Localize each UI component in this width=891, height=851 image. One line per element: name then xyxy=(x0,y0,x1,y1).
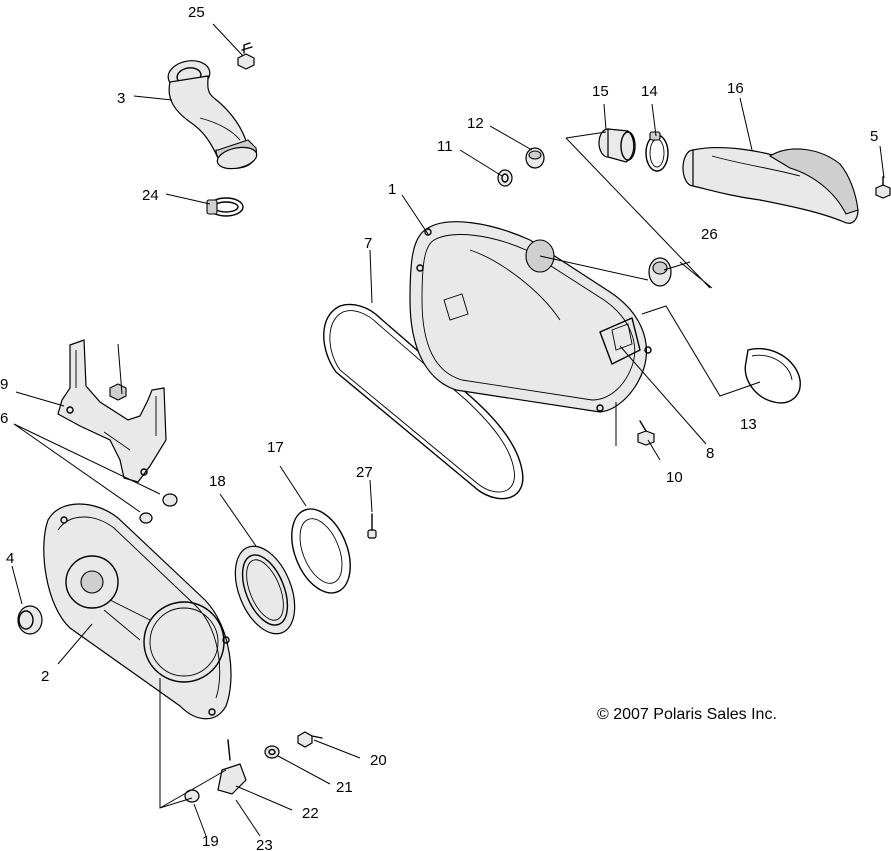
callout-10: 10 xyxy=(666,469,683,486)
callout-8: 8 xyxy=(706,445,714,462)
callout-11: 11 xyxy=(437,138,453,155)
callout-12: 12 xyxy=(467,115,484,132)
part-27-pin xyxy=(367,513,377,539)
callout-2: 2 xyxy=(41,668,49,685)
part-19-nut xyxy=(184,789,200,803)
callout-9: 9 xyxy=(0,376,8,393)
part-13-gasket xyxy=(744,348,801,404)
callout-14: 14 xyxy=(641,83,658,100)
callout-21: 21 xyxy=(336,779,353,796)
callout-25: 25 xyxy=(188,4,205,21)
callout-4: 4 xyxy=(6,550,14,567)
part-6-nuts xyxy=(139,493,178,524)
callout-26: 26 xyxy=(701,226,718,243)
callout-3: 3 xyxy=(117,90,125,107)
part-17-disc xyxy=(291,508,351,594)
callout-20: 20 xyxy=(370,752,387,769)
callout-16: 16 xyxy=(727,80,744,97)
callout-17: 17 xyxy=(267,439,284,456)
part-5-bolt xyxy=(875,176,891,199)
part-4-bushing xyxy=(17,605,43,635)
part-22-bracket xyxy=(217,739,247,795)
part-1-outer-cover xyxy=(409,221,652,413)
callout-6: 6 xyxy=(0,410,8,427)
callout-1: 1 xyxy=(388,181,396,198)
part-16-exhaust-duct xyxy=(682,147,859,224)
part-18-seal xyxy=(234,545,296,635)
part-7-belt xyxy=(323,303,524,500)
callout-15: 15 xyxy=(592,83,609,100)
part-21-washer xyxy=(264,745,280,759)
callout-19: 19 xyxy=(202,833,219,850)
callout-18: 18 xyxy=(209,473,226,490)
callout-labels: 25 3 24 1 7 11 12 15 14 16 5 26 13 8 10 … xyxy=(0,4,878,851)
part-25-bolt xyxy=(237,42,255,70)
part-15-coupler xyxy=(598,128,636,163)
part-8-panel xyxy=(611,323,633,351)
callout-13: 13 xyxy=(740,416,757,433)
part-26-plug xyxy=(648,257,672,287)
part-20-bolt xyxy=(297,731,323,748)
callout-23: 23 xyxy=(256,837,273,851)
part-11-washer xyxy=(497,169,513,187)
leader-lines xyxy=(11,23,885,837)
callout-7: 7 xyxy=(364,235,372,252)
part-2-inner-cover xyxy=(43,503,232,720)
part-24-clamp xyxy=(206,197,244,217)
part-10-bolt xyxy=(637,420,655,446)
part-12-plug xyxy=(525,147,545,169)
callout-5: 5 xyxy=(870,128,878,145)
part-3-intake-duct xyxy=(167,60,258,170)
callout-24: 24 xyxy=(142,187,159,204)
part-9-bracket xyxy=(57,339,167,483)
callout-22: 22 xyxy=(302,805,319,822)
part-14-clamp xyxy=(645,131,669,172)
callout-27: 27 xyxy=(356,464,373,481)
copyright-text: © 2007 Polaris Sales Inc. xyxy=(597,706,777,723)
